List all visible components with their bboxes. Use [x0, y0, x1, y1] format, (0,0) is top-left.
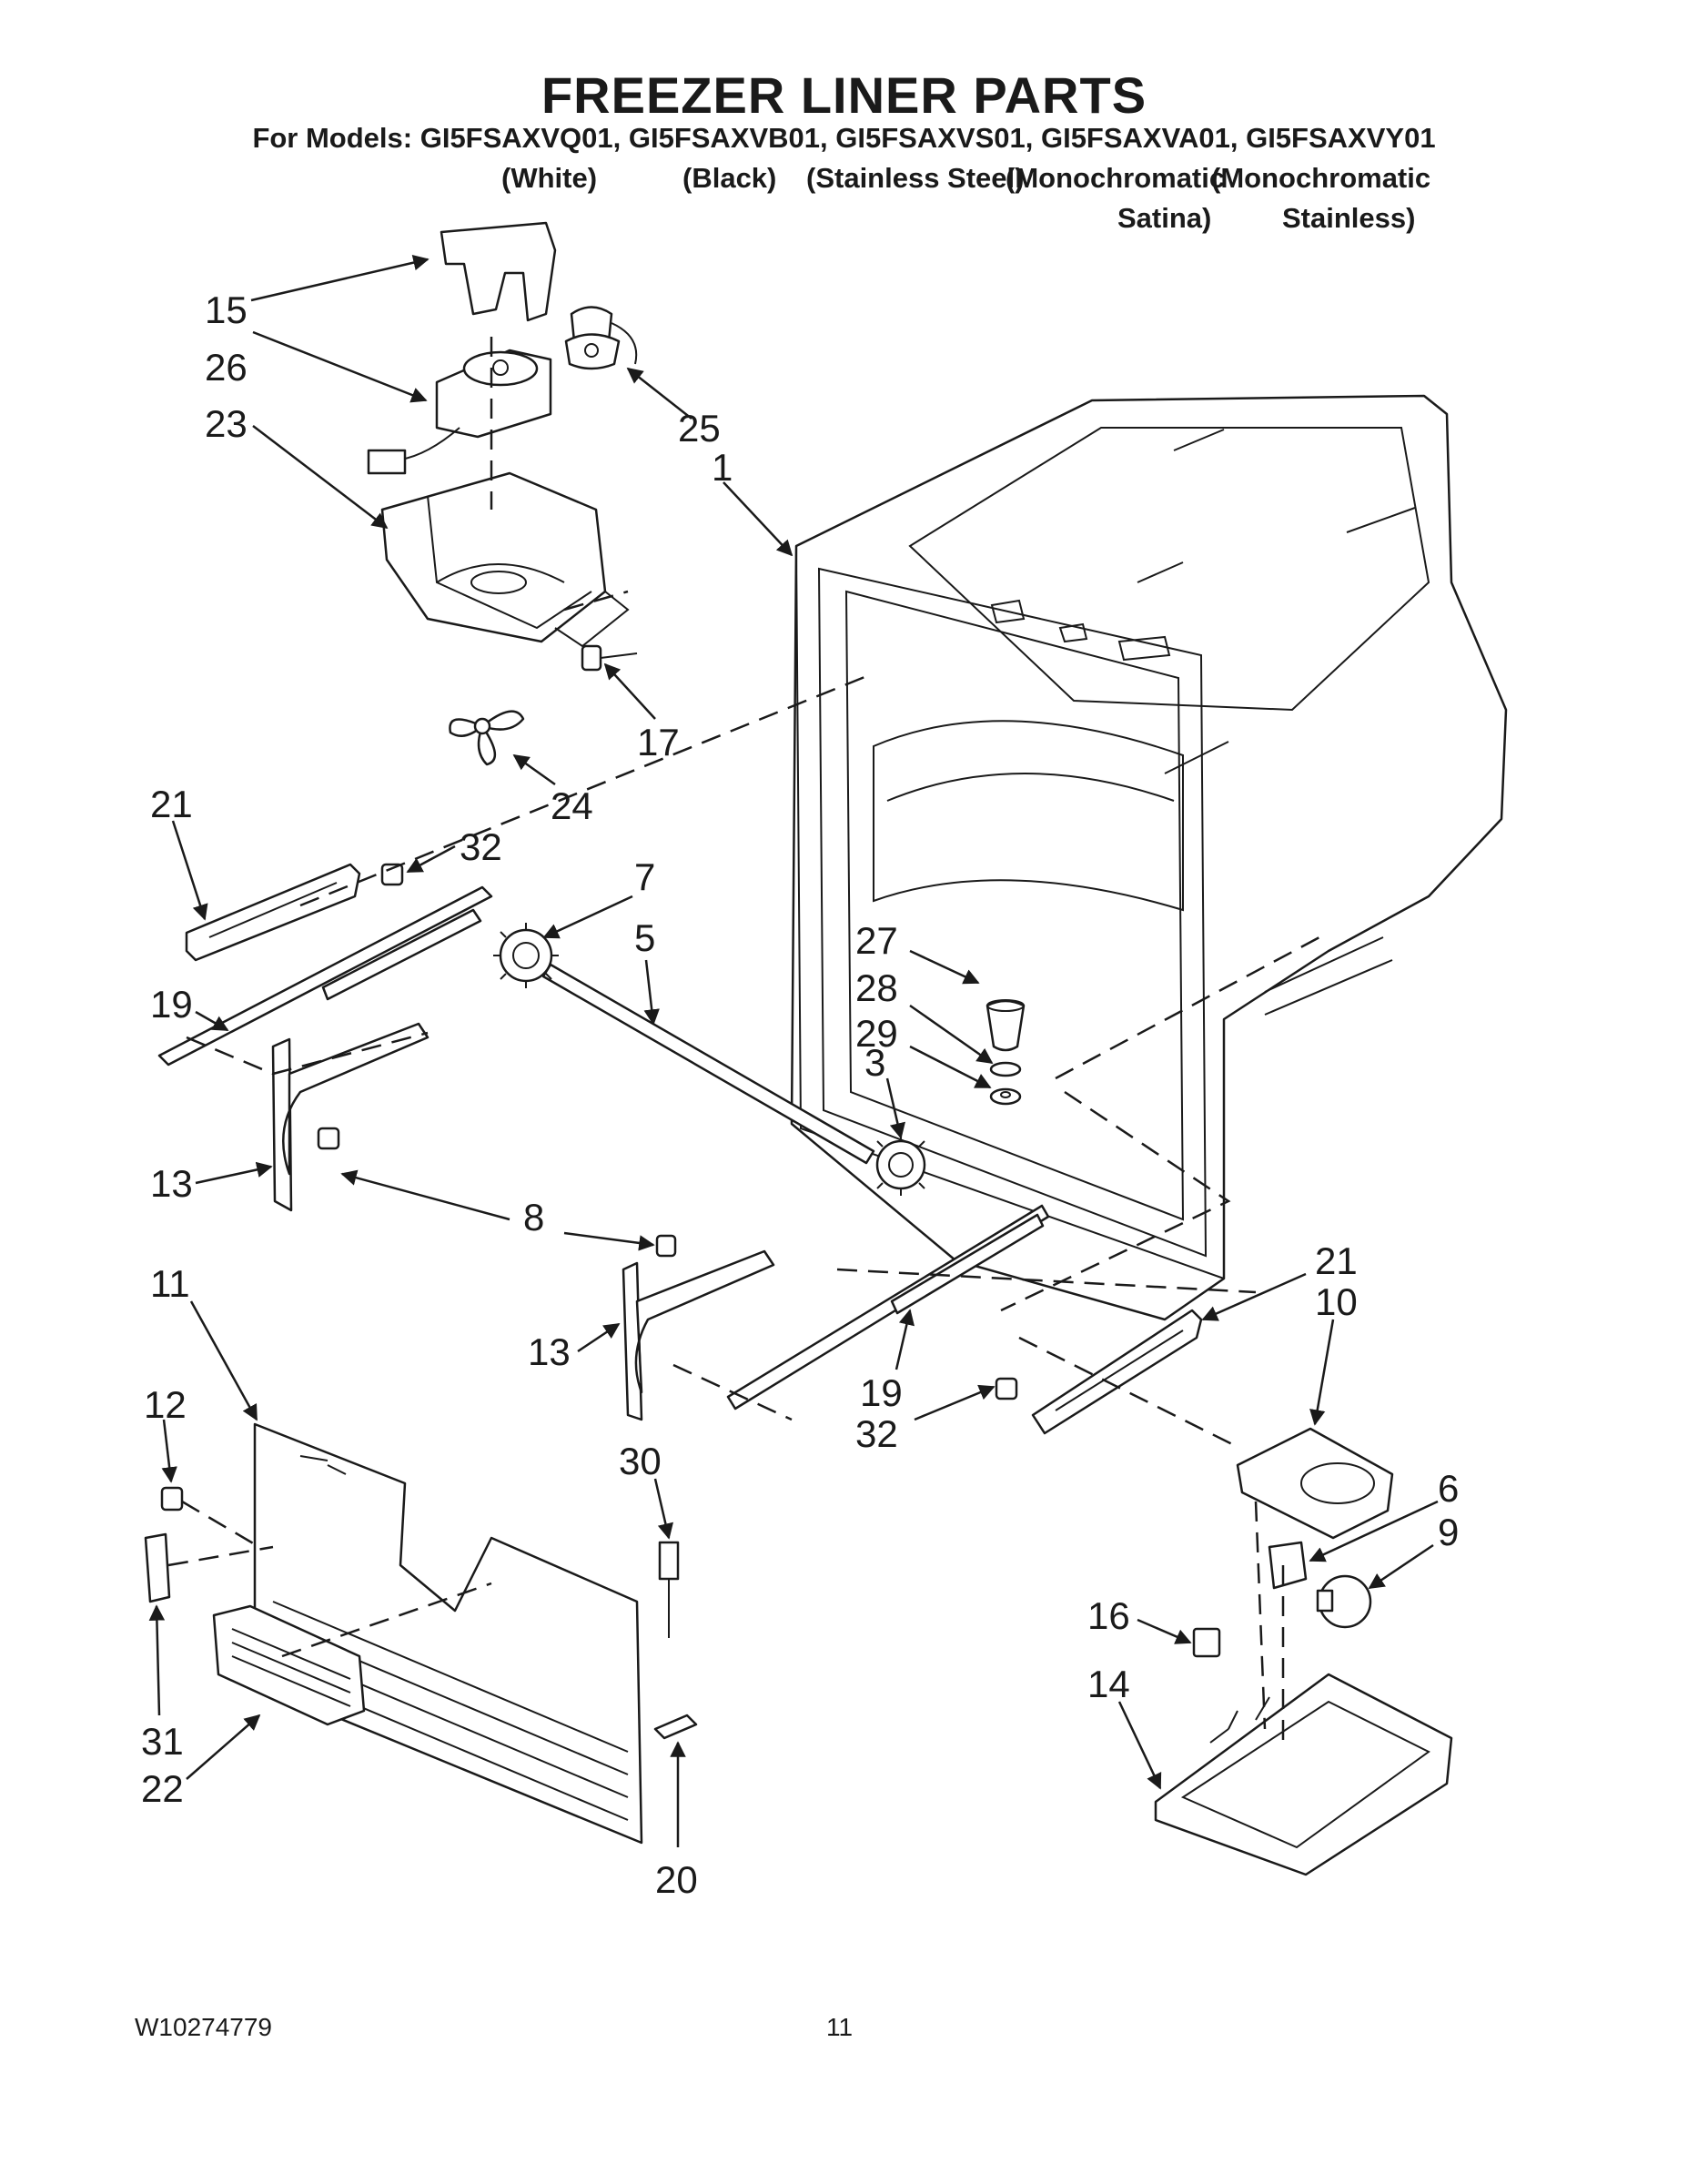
- rail-cover-right-21: [1031, 1309, 1203, 1435]
- callout-7: 7: [634, 855, 655, 898]
- evaporator-fan-motor-26: [435, 349, 552, 439]
- alignment-lines: [167, 337, 1320, 1747]
- callout-21-right: 21: [1315, 1239, 1358, 1282]
- rail-bracket-left-13: [271, 1022, 430, 1212]
- callout-14: 14: [1087, 1663, 1130, 1705]
- variant-monochromatic-1: (Monochromatic: [1006, 162, 1226, 194]
- callout-32-left: 32: [460, 825, 502, 868]
- thermistor-25: [564, 306, 638, 370]
- callout-19-left: 19: [150, 983, 193, 1026]
- screw-8-right: [655, 1234, 677, 1258]
- callout-1: 1: [712, 446, 733, 489]
- variant-black: (Black): [682, 162, 777, 194]
- screw-17: [581, 644, 638, 672]
- cup-27: [986, 999, 1026, 1052]
- callout-23: 23: [205, 402, 248, 445]
- page-number: 11: [826, 2013, 854, 2041]
- fan-bracket-15: [440, 221, 557, 322]
- callout-29: 29: [855, 1012, 898, 1055]
- variant-monochromatic-2: (Monochromatic: [1211, 162, 1431, 194]
- slide-rail-left-19: [157, 885, 493, 1067]
- light-bulb-9: [1316, 1574, 1372, 1629]
- callout-6: 6: [1438, 1467, 1459, 1510]
- variant-stainless-steel: (Stainless Steel): [806, 162, 1025, 194]
- callout-numbers: 15 26 25 23 1 17 24 21 32 7 5 27 28 29 3…: [141, 288, 1459, 1901]
- callout-19-right: 19: [860, 1371, 903, 1414]
- callout-13-left: 13: [150, 1162, 193, 1205]
- callout-12: 12: [144, 1383, 187, 1426]
- gear-7: [493, 923, 559, 988]
- o-ring-28: [989, 1061, 1022, 1077]
- callout-31: 31: [141, 1720, 184, 1763]
- callout-26: 26: [205, 346, 248, 389]
- screw-12: [160, 1486, 184, 1512]
- switch-16: [1192, 1627, 1221, 1658]
- foam-strip-20: [653, 1714, 698, 1740]
- callout-32-right: 32: [855, 1412, 898, 1455]
- callout-27: 27: [855, 919, 898, 962]
- callout-11: 11: [150, 1262, 190, 1305]
- models-line: For Models: GI5FSAXVQ01, GI5FSAXVB01, GI…: [252, 122, 1436, 154]
- rear-panel-11: [253, 1422, 643, 1845]
- light-lens-10: [1236, 1427, 1394, 1540]
- rail-cover-left-21: [185, 863, 361, 962]
- washer-29: [989, 1087, 1022, 1106]
- slide-rail-right-19: [726, 1204, 1050, 1410]
- variant-satina: Satina): [1117, 202, 1212, 234]
- freezer-liner: [790, 394, 1508, 1321]
- callout-30: 30: [619, 1440, 662, 1482]
- callout-20: 20: [655, 1858, 698, 1901]
- fan-blade-24: [449, 710, 525, 766]
- light-socket-6: [1268, 1541, 1308, 1590]
- callout-15: 15: [205, 288, 248, 331]
- page-title: FREEZER LINER PARTS: [541, 66, 1147, 124]
- callout-24: 24: [551, 784, 593, 827]
- light-housing-14: [1154, 1673, 1453, 1876]
- motor-harness: [367, 427, 460, 475]
- gear-3: [875, 1134, 926, 1196]
- callout-22: 22: [141, 1767, 184, 1810]
- callout-21-left: 21: [150, 783, 193, 825]
- callout-8: 8: [523, 1196, 544, 1239]
- callout-28: 28: [855, 966, 898, 1009]
- callout-9: 9: [1438, 1511, 1459, 1553]
- doc-number: W10274779: [135, 2013, 273, 2041]
- callout-25: 25: [678, 407, 721, 450]
- callout-13-right: 13: [528, 1330, 571, 1373]
- callout-5: 5: [634, 916, 655, 959]
- fan-shroud-23: [380, 471, 630, 648]
- sensor-30: [658, 1541, 680, 1638]
- screw-right-32: [995, 1377, 1018, 1400]
- callout-17: 17: [637, 721, 680, 763]
- clip-31: [144, 1532, 171, 1603]
- screw-8-left: [317, 1127, 340, 1150]
- callout-10: 10: [1315, 1280, 1358, 1323]
- callout-3: 3: [864, 1041, 885, 1084]
- callout-16: 16: [1087, 1594, 1130, 1637]
- variant-white: (White): [501, 162, 598, 194]
- leader-arrows: [148, 255, 1439, 1847]
- variant-stainless: Stainless): [1282, 202, 1416, 234]
- rail-bracket-right-13: [622, 1249, 775, 1421]
